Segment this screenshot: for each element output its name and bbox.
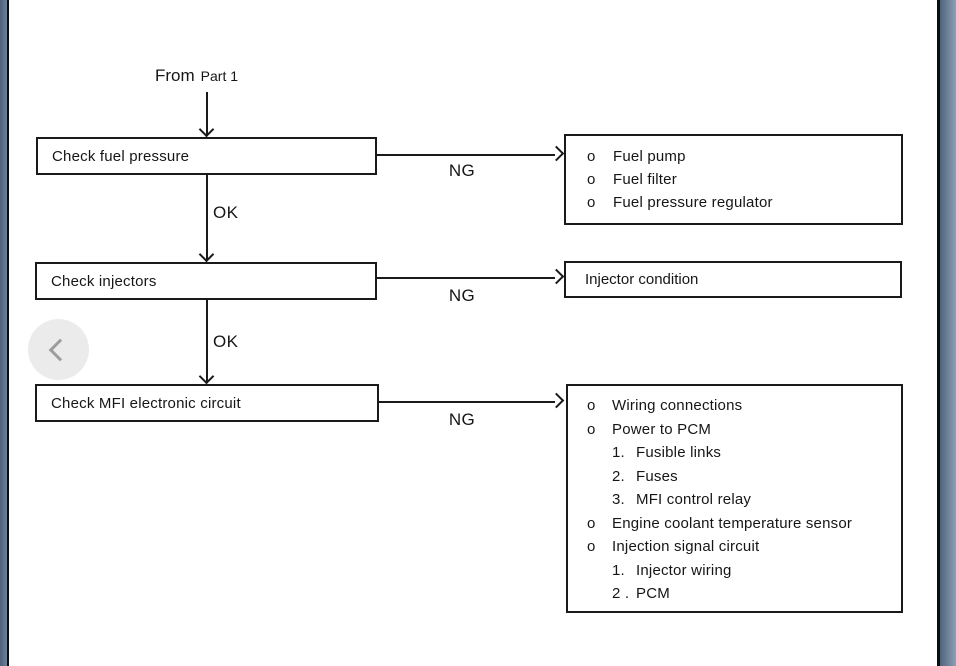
step-label: Check fuel pressure — [52, 147, 190, 165]
bullet: o — [587, 397, 596, 414]
result-box-mfi-circuit: o Wiring connections o Power to PCM 1. F… — [566, 384, 903, 613]
list-item: o Engine coolant temperature sensor — [568, 512, 901, 536]
ng-label-3: NG — [448, 410, 476, 429]
result-box-fuel-system: o Fuel pump o Fuel filter o Fuel pressur… — [564, 134, 903, 225]
from-part1-label: From Part 1 — [155, 66, 238, 86]
item-text: Power to PCM — [612, 420, 712, 438]
step-box-check-injectors: Check injectors — [35, 262, 377, 300]
step-box-check-mfi-circuit: Check MFI electronic circuit — [35, 384, 379, 422]
ok-label-1: OK — [213, 203, 239, 222]
connector-step1-to-step2 — [206, 175, 208, 260]
bullet: o — [587, 194, 596, 211]
list-item: 3. MFI control relay — [568, 488, 901, 512]
list-item: 2. Fuses — [568, 465, 901, 489]
item-text: Fusible links — [636, 444, 722, 461]
connector-step2-to-step3 — [206, 300, 208, 382]
arrowhead-down-icon — [198, 121, 215, 138]
bullet: 2 . — [612, 585, 630, 602]
step-box-check-fuel-pressure: Check fuel pressure — [36, 137, 377, 175]
bullet: o — [587, 171, 596, 188]
arrowhead-right-icon — [548, 392, 565, 409]
ng-label-1: NG — [448, 161, 476, 180]
bullet: 1. — [612, 561, 625, 579]
list-item: 2 . PCM — [568, 582, 901, 606]
ok-label-2: OK — [213, 332, 239, 351]
part1-text: Part 1 — [200, 68, 239, 84]
left-page-border — [7, 0, 9, 666]
bullet: o — [587, 420, 596, 438]
list-item: o Fuel pump — [566, 145, 901, 168]
chevron-left-icon — [48, 338, 72, 362]
item-text: Fuel pump — [613, 148, 686, 165]
arrowhead-right-icon — [548, 145, 565, 162]
item-text: Injector condition — [585, 271, 699, 288]
item-text: Fuses — [636, 467, 678, 485]
item-text: Injection signal circuit — [612, 538, 760, 555]
list-item: o Fuel filter — [566, 168, 901, 191]
arrowhead-down-icon — [198, 246, 215, 263]
item-text: Fuel pressure regulator — [613, 194, 773, 211]
bullet: 2. — [612, 467, 625, 485]
ng-label-2: NG — [448, 286, 476, 305]
item-text: PCM — [636, 585, 670, 602]
right-page-border — [937, 0, 940, 666]
list-item: o Fuel pressure regulator — [566, 191, 901, 214]
bullet: o — [587, 538, 596, 555]
connector-step1-to-result1 — [377, 154, 555, 156]
item-text: Wiring connections — [612, 397, 743, 414]
step-label: Check MFI electronic circuit — [51, 394, 241, 412]
arrowhead-down-icon — [198, 368, 215, 385]
list-item: o Injection signal circuit — [568, 535, 901, 559]
left-edge-bar — [0, 0, 7, 666]
from-text: From — [155, 66, 195, 85]
list-item: 1. Fusible links — [568, 441, 901, 465]
item-text: Injector wiring — [636, 561, 732, 579]
bullet: o — [587, 148, 596, 165]
connector-step3-to-result3 — [379, 401, 555, 403]
bullet: 1. — [612, 444, 625, 461]
right-edge-bar — [940, 0, 956, 666]
connector-entry-to-step1 — [206, 92, 208, 136]
bullet: o — [587, 514, 596, 532]
item-text: Fuel filter — [613, 171, 677, 188]
item-text: Engine coolant temperature sensor — [612, 514, 853, 532]
item-text: MFI control relay — [636, 491, 752, 508]
arrowhead-right-icon — [548, 268, 565, 285]
back-button[interactable] — [28, 319, 89, 380]
bullet: 3. — [612, 491, 625, 508]
connector-step2-to-result2 — [377, 277, 555, 279]
list-item: 1. Injector wiring — [568, 559, 901, 583]
list-item: o Wiring connections — [568, 394, 901, 418]
result-box-injector-condition: Injector condition — [564, 261, 902, 298]
step-label: Check injectors — [51, 272, 157, 290]
list-item: o Power to PCM — [568, 418, 901, 442]
